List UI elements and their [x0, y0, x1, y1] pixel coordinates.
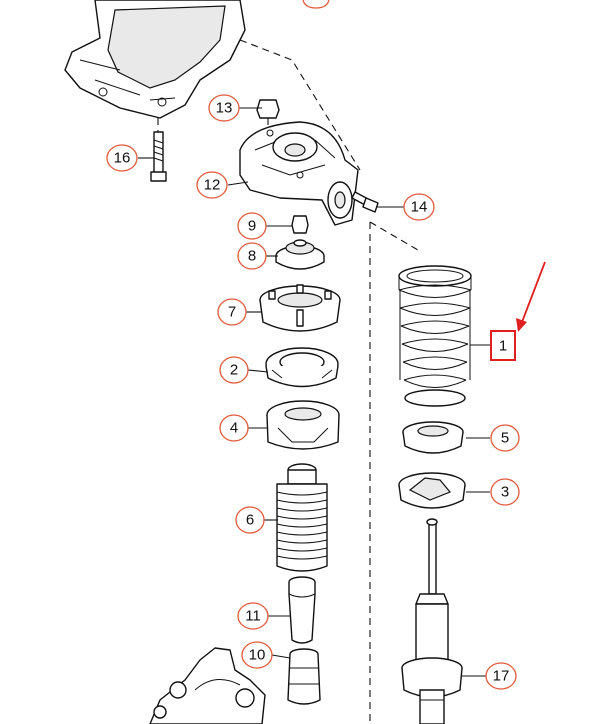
bump-stop-part-11 [288, 576, 316, 644]
callout-6: 6 [235, 506, 265, 534]
callout-12: 12 [196, 171, 228, 199]
callout-label: 2 [230, 362, 238, 379]
callout-label: 17 [493, 668, 510, 685]
callout-5: 5 [490, 424, 520, 452]
callout-14: 14 [403, 193, 435, 221]
callout-label: 16 [114, 150, 131, 167]
callout-label: 10 [249, 647, 266, 664]
lower-seat-part-3 [398, 472, 466, 509]
steering-knuckle [149, 647, 266, 724]
callout-10: 10 [241, 641, 273, 669]
callout-3: 3 [490, 478, 520, 506]
callout-label: 7 [228, 304, 236, 321]
bearing-part-8 [275, 239, 325, 270]
bolt-part-16 [150, 131, 167, 182]
callout-8: 8 [237, 242, 267, 270]
bushing-part-10 [287, 648, 321, 705]
callout-label: 11 [245, 608, 261, 625]
highlight-label: 1 [499, 338, 507, 355]
spring-pad-part-5 [402, 421, 464, 454]
callout-9: 9 [237, 212, 267, 240]
callout-label: 13 [216, 100, 233, 117]
spring-seat-part-7 [259, 284, 341, 332]
body-mount-bracket [64, 0, 361, 171]
callout-13: 13 [208, 94, 240, 122]
callout-2: 2 [219, 356, 249, 384]
red-arrow-icon [516, 261, 546, 332]
coil-spring-part-1 [369, 221, 472, 407]
bump-cup-part-4 [266, 400, 340, 450]
callout-17: 17 [485, 662, 517, 690]
bolt-part-14 [351, 191, 379, 213]
callout-label: 4 [230, 420, 238, 437]
callout-label: 8 [248, 248, 256, 265]
nut-part-9 [291, 215, 309, 234]
callout-16: 16 [106, 144, 138, 172]
callout-11: 11 [237, 602, 269, 630]
ring-part-2 [265, 347, 339, 388]
dust-boot-part-6 [276, 463, 328, 572]
highlighted-part-1: 1 [490, 330, 516, 361]
callout-4: 4 [219, 414, 249, 442]
leader-lines [138, 107, 490, 677]
callout-label: 14 [411, 199, 428, 216]
callout-label: 5 [501, 430, 509, 447]
callout-label: 12 [204, 177, 221, 194]
callout-7: 7 [217, 298, 247, 326]
strut-mount-part-12 [239, 121, 359, 226]
shock-absorber-part-17 [401, 518, 463, 724]
callout-label: 9 [248, 218, 256, 235]
callout-cropped-top [302, 0, 330, 9]
callout-label: 6 [246, 512, 254, 529]
callout-label: 3 [501, 484, 509, 501]
